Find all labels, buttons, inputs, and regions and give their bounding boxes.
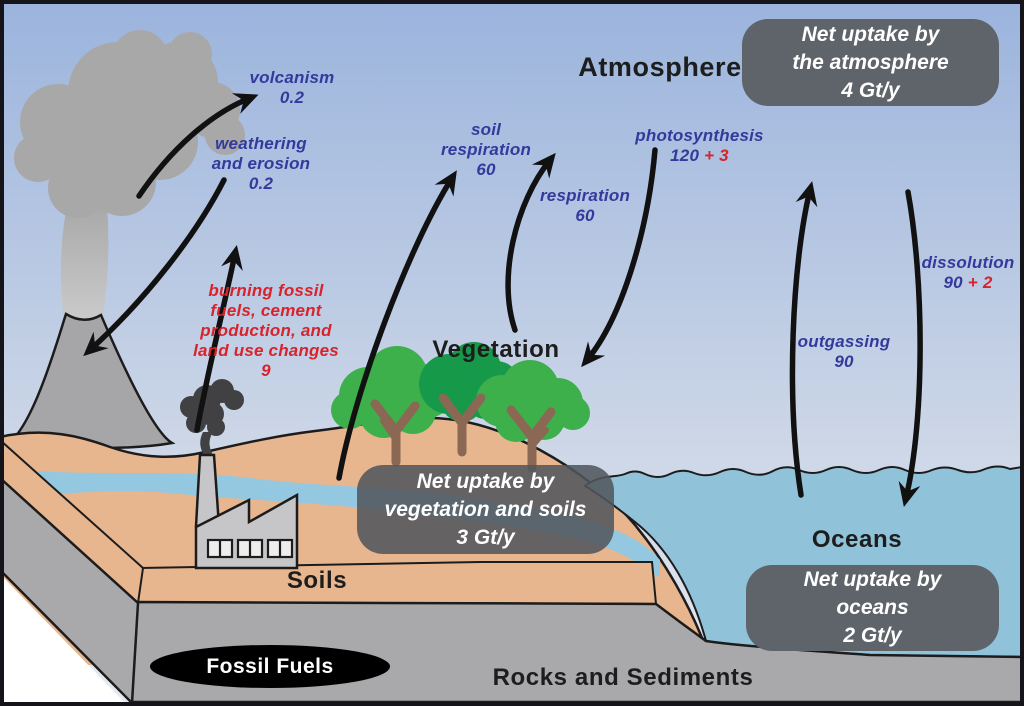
dissolution-flux-label: dissolution 90+ 2 — [883, 253, 1024, 293]
respiration-flux-label: respiration 60 — [505, 186, 665, 226]
net-uptake-oceans-box: Net uptake by oceans 2 Gt/y — [746, 565, 999, 651]
arrow-respiration — [505, 152, 556, 333]
flux-name: dissolution — [921, 253, 1015, 272]
flux-name: weathering — [215, 134, 307, 153]
outgassing-flux-label: outgassing 90 — [764, 332, 924, 372]
flux-name: respiration — [539, 186, 631, 205]
flux-value: 90 — [834, 352, 854, 371]
soils-label: Soils — [286, 567, 348, 594]
atmosphere-label: Atmosphere — [578, 52, 742, 82]
arrow-weathering-erosion — [83, 177, 227, 357]
arrow-soil-respiration — [336, 170, 457, 481]
flux-value: 120+ 3 — [612, 146, 787, 166]
flux-name: volcanism — [249, 68, 335, 87]
net-uptake-vegetation-soils-box: Net uptake by vegetation and soils 3 Gt/… — [357, 465, 614, 554]
flux-value: 0.2 — [248, 174, 274, 193]
fossil-fuels-label: Fossil Fuels — [150, 645, 390, 688]
vegetation-label: Vegetation — [432, 336, 560, 363]
net-uptake-veg-value: 3 Gt/y — [456, 525, 515, 549]
photosynthesis-flux-label: photosynthesis 120+ 3 — [612, 126, 787, 166]
flux-value: 60 — [476, 160, 496, 179]
net-uptake-oceans-line2: oceans — [836, 596, 909, 619]
arrow-outgassing — [789, 181, 818, 498]
flux-name: burning fossil — [208, 281, 324, 300]
flux-value: 9 — [261, 361, 271, 380]
arrow-fossil-fuel-emissions — [194, 244, 243, 433]
net-uptake-atmosphere-line2: the atmosphere — [792, 50, 949, 74]
factory-icon — [180, 379, 299, 570]
oceans-label: Oceans — [811, 526, 903, 553]
flux-name: respiration — [440, 140, 532, 159]
soil-respiration-flux-label: soil respiration 60 — [406, 120, 566, 180]
anthropogenic-emissions-flux-label: burning fossil fuels, cement production,… — [176, 281, 356, 381]
flux-name: and erosion — [211, 154, 311, 173]
flux-value-natural: 120 — [670, 146, 700, 165]
flux-value-natural: 90 — [943, 273, 963, 292]
flux-value: 90+ 2 — [883, 273, 1024, 293]
arrow-photosynthesis — [581, 147, 658, 368]
rocks-and-sediments-label: Rocks and Sediments — [492, 664, 754, 691]
arrow-volcanism — [136, 93, 259, 199]
net-uptake-oceans-value: 2 Gt/y — [843, 624, 902, 647]
flux-name: fuels, cement — [210, 301, 322, 320]
net-uptake-atmosphere-line1: Net uptake by — [801, 22, 940, 46]
flux-name: soil — [470, 120, 502, 139]
flux-name: photosynthesis — [635, 126, 764, 145]
weathering-erosion-flux-label: weathering and erosion 0.2 — [181, 134, 341, 194]
net-uptake-veg-line1: Net uptake by — [416, 469, 555, 493]
net-uptake-veg-line2: vegetation and soils — [384, 497, 587, 521]
vegetation-trees-icon — [331, 342, 590, 473]
corner-cutout — [0, 574, 128, 706]
flux-value-added: + 3 — [704, 146, 729, 165]
volcanism-flux-label: volcanism 0.2 — [212, 68, 372, 108]
flux-value: 0.2 — [279, 88, 305, 107]
net-uptake-atmosphere-value: 4 Gt/y — [841, 78, 900, 102]
net-uptake-atmosphere-box: Net uptake by the atmosphere 4 Gt/y — [742, 19, 999, 106]
flux-name: land use changes — [193, 341, 339, 360]
volcano-smoke-plume — [14, 30, 245, 326]
arrow-dissolution — [898, 189, 923, 507]
flux-name: outgassing — [797, 332, 891, 351]
flux-value-added: + 2 — [967, 273, 993, 292]
flux-value: 60 — [575, 206, 595, 225]
net-uptake-oceans-line1: Net uptake by — [803, 568, 942, 591]
flux-name: production, and — [200, 321, 332, 340]
